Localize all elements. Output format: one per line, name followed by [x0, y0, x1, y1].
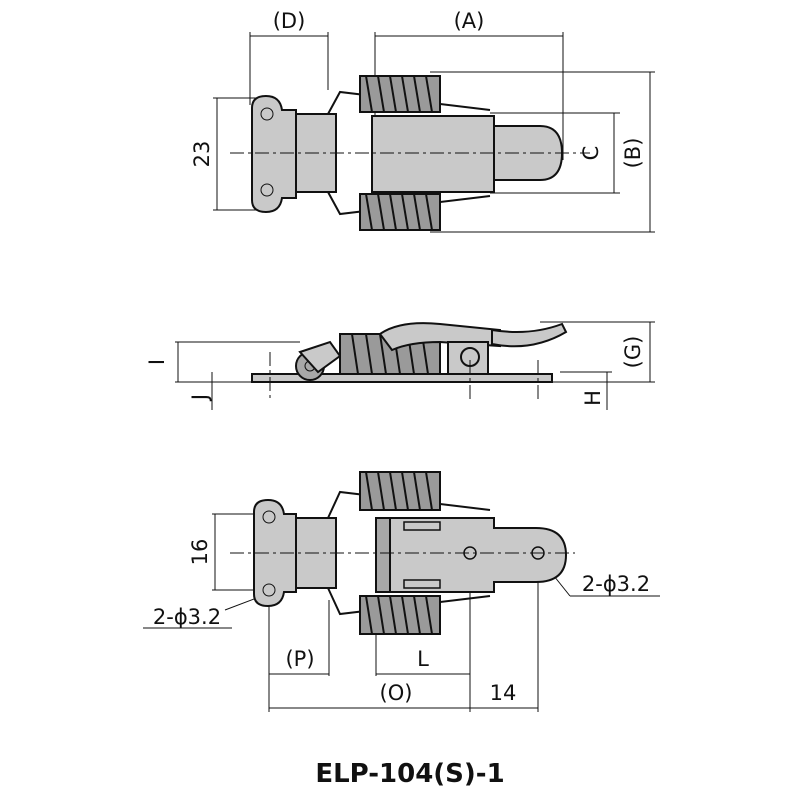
dim-16-label: 16: [188, 539, 212, 566]
bottom-view: 16 2-ϕ3.2 2-ϕ3.2 (P) L (O) 14: [143, 471, 660, 712]
dim-H-label: H: [581, 390, 605, 406]
bottom-hook-plate: [375, 517, 568, 593]
mount-hole-icon: [262, 583, 276, 597]
dim-L-label: L: [417, 647, 429, 671]
hook-nose: [493, 125, 564, 181]
dim-P-label: (P): [285, 647, 314, 671]
mount-hole-icon: [260, 107, 274, 121]
dim-O-label: (O): [380, 681, 413, 705]
dim-I-label: I: [145, 359, 169, 365]
hole-callout-left: 2-ϕ3.2: [153, 605, 221, 629]
dim-G-label: (G): [621, 336, 645, 369]
dim-B-label: (B): [621, 138, 645, 169]
side-handle: [491, 322, 568, 348]
dim-J-label: J: [188, 394, 212, 402]
dim-23-label: 23: [190, 141, 214, 168]
top-view: (D) (A) 23 C (B): [190, 9, 655, 233]
dim-14-label: 14: [490, 681, 517, 705]
side-base-strip: [251, 373, 553, 383]
latch-body: [371, 115, 495, 193]
base-plate: [251, 94, 297, 214]
mount-hole-icon: [260, 183, 274, 197]
hole-callout-right: 2-ϕ3.2: [582, 572, 650, 596]
side-view: I J (G) H: [145, 321, 655, 410]
mount-hole-icon: [262, 510, 276, 524]
dim-C-label: C: [579, 146, 603, 161]
dim-D-label: (D): [273, 9, 306, 33]
dim-A-label: (A): [454, 9, 485, 33]
part-number-title: ELP-104(S)-1: [315, 759, 504, 789]
